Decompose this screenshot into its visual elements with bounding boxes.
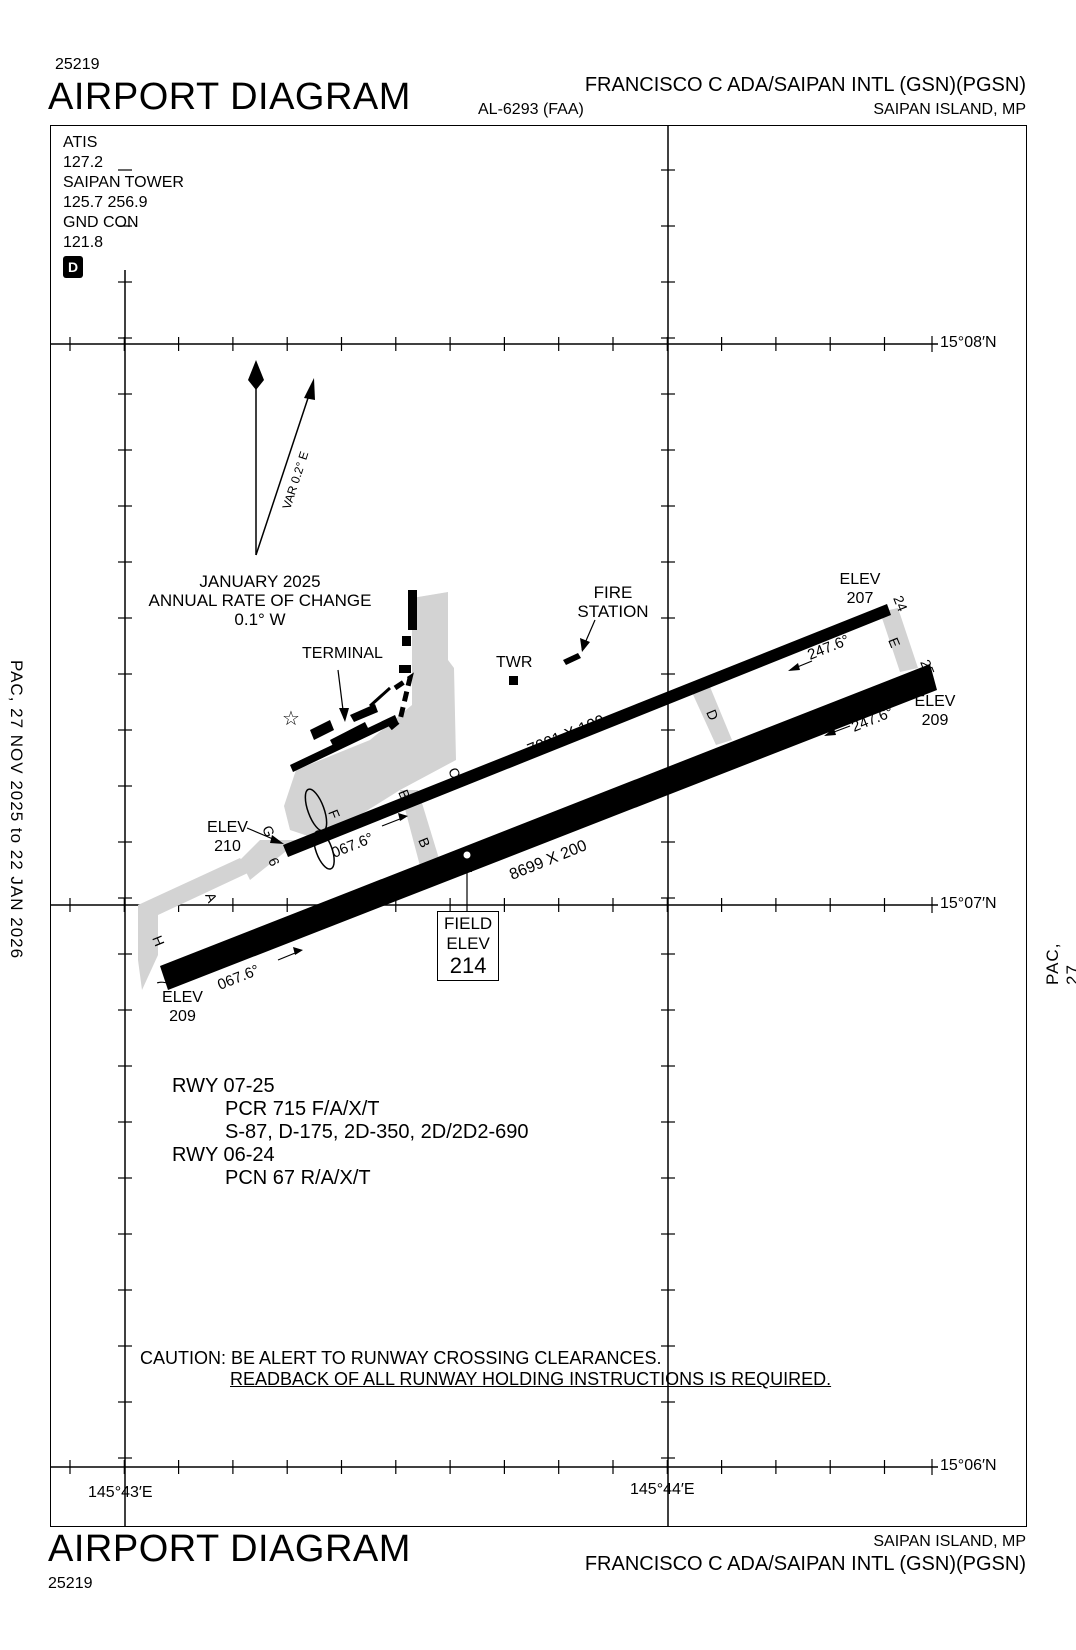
tower-frequency: 125.7 256.9	[63, 194, 148, 211]
mag-rate-label: ANNUAL RATE OF CHANGE	[148, 591, 372, 610]
taxiway-surfaces	[138, 592, 918, 990]
elev-07-label: ELEV	[162, 989, 203, 1006]
chart-title: AIRPORT DIAGRAM	[48, 76, 411, 118]
var-label: VAR 0.2° E	[280, 450, 312, 511]
elev-25: ELEV 209	[905, 692, 965, 730]
gnd-label: GND CON	[63, 214, 139, 231]
rwy1-label: RWY 07-25	[172, 1075, 275, 1097]
rwy-end-25: 25	[917, 657, 938, 678]
rwy-06-24-dimensions: 7001 X 100	[525, 712, 607, 758]
lat-label-0806: 15°06′N	[940, 1457, 997, 1474]
grid-ticks	[69, 169, 933, 1475]
location: SAIPAN ISLAND, MP	[873, 101, 1026, 118]
tower-marker	[509, 676, 518, 685]
runway-07-25	[160, 664, 937, 990]
runway-data-block: RWY 07-25 PCR 715 F/A/X/T S-87, D-175, 2…	[172, 1075, 529, 1190]
elev-24-label: ELEV	[839, 571, 881, 588]
taxiway-g: G	[259, 823, 278, 839]
chart-frame	[50, 125, 1027, 1527]
field-elevation-box: FIELD ELEV 214	[437, 911, 500, 981]
elev-25-label: ELEV	[914, 693, 956, 710]
elev-24: ELEV 207	[830, 570, 890, 608]
lat-label-0808: 15°08′N	[940, 334, 997, 351]
runway-06-24	[283, 604, 891, 857]
mag-rate-value: 0.1° W	[234, 610, 286, 629]
d-badge: D	[63, 256, 84, 278]
lon-label-14544: 145°44′E	[630, 1481, 695, 1498]
rwy-end-24: 24	[890, 593, 911, 614]
elev-25-value: 209	[921, 712, 949, 729]
terminal-label: TERMINAL	[302, 645, 383, 662]
footer-location: SAIPAN ISLAND, MP	[873, 1533, 1026, 1550]
magnetic-north-arrow	[255, 385, 313, 556]
twr-label: TWR	[496, 654, 533, 671]
rwy1-weights: S-87, D-175, 2D-350, 2D/2D2-690	[225, 1121, 529, 1143]
footer-procedure-number: 25219	[48, 1575, 93, 1592]
rwy1-pcr: PCR 715 F/A/X/T	[225, 1098, 380, 1120]
elev-07: ELEV 209	[155, 988, 210, 1026]
chart-id: AL-6293 (FAA)	[478, 101, 584, 118]
footer-title: AIRPORT DIAGRAM	[48, 1528, 411, 1570]
elev-06-label: ELEV	[207, 819, 248, 836]
terminal-building	[290, 590, 417, 772]
field-elev-line1: FIELD	[444, 914, 493, 933]
airport-name: FRANCISCO C ADA/SAIPAN INTL (GSN)(PGSN)	[584, 74, 1026, 96]
fire-line1: FIRE	[593, 583, 633, 602]
hot-spot-symbol	[304, 788, 335, 870]
frequency-block: ATIS 127.2 SAIPAN TOWER 125.7 256.9 GND …	[63, 133, 184, 278]
gnd-frequency: 121.8	[63, 234, 104, 251]
caution-line2: READBACK OF ALL RUNWAY HOLDING INSTRUCTI…	[230, 1369, 832, 1389]
elev-24-value: 207	[846, 590, 874, 607]
procedure-number: 25219	[55, 56, 100, 73]
elev-06: ELEV 210	[200, 818, 255, 856]
atis-label: ATIS	[63, 134, 98, 151]
atis-frequency: 127.2	[63, 154, 104, 171]
lat-label-0807: 15°07′N	[940, 895, 997, 912]
beacon-icon: ☆	[282, 708, 300, 730]
magnetic-info: JANUARY 2025 ANNUAL RATE OF CHANGE 0.1° …	[145, 572, 375, 629]
rwy2-pcn: PCN 67 R/A/X/T	[225, 1167, 371, 1189]
caution-line1: CAUTION: BE ALERT TO RUNWAY CROSSING CLE…	[140, 1348, 662, 1368]
lat-lon-grid	[50, 125, 938, 1527]
footer-airport-name: FRANCISCO C ADA/SAIPAN INTL (GSN)(PGSN)	[584, 1553, 1026, 1575]
field-elev-line2: ELEV	[446, 934, 490, 953]
tower-label: SAIPAN TOWER	[63, 174, 184, 191]
fire-station-marker	[563, 653, 581, 665]
field-elev-value: 214	[449, 953, 487, 978]
lon-label-14543: 145°43′E	[88, 1484, 153, 1501]
fire-line2: STATION	[577, 602, 649, 621]
rwy2-label: RWY 06-24	[172, 1144, 275, 1166]
elev-07-value: 209	[169, 1008, 196, 1025]
elev-06-value: 210	[214, 838, 241, 855]
fire-station-label: FIRE STATION	[568, 583, 658, 621]
mag-date: JANUARY 2025	[199, 572, 321, 591]
field-elev-point	[462, 850, 472, 860]
